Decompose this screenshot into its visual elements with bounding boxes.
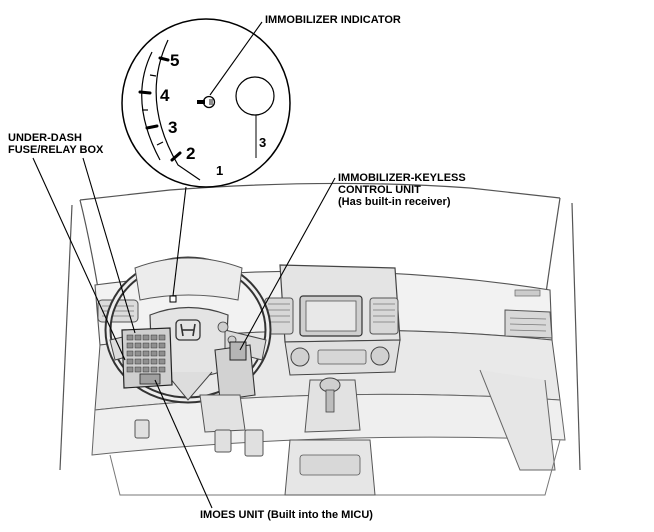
gauge-small-number: 3 — [259, 135, 266, 150]
immobilizer-indicator-marker — [169, 295, 177, 303]
imoes-unit — [139, 373, 161, 385]
gauge-number-4: 4 — [160, 86, 170, 105]
leader-lines — [32, 21, 336, 509]
immobilizer-keyless-control-unit — [229, 341, 247, 361]
callout-immobilizer-keyless-control-unit: IMMOBILIZER-KEYLESS CONTROL UNIT (Has bu… — [338, 172, 466, 208]
callout-imoes-unit: IMOES UNIT (Built into the MICU) — [200, 509, 373, 521]
callout-keyless-line3: (Has built-in receiver) — [338, 196, 451, 208]
left-air-vent — [97, 299, 139, 323]
center-console — [264, 264, 401, 496]
gauge-number-2: 2 — [186, 144, 195, 163]
callout-keyless-line2: CONTROL UNIT — [338, 184, 421, 196]
gauge-number-1: 1 — [216, 163, 223, 178]
gauge-number-5: 5 — [170, 51, 179, 70]
callout-under-dash-line2: FUSE/RELAY BOX — [8, 144, 104, 156]
immobilizer-key-icon — [197, 95, 216, 109]
gauge-number-3: 3 — [168, 118, 177, 137]
passenger-air-vent — [504, 289, 553, 339]
windshield-frame — [59, 182, 581, 471]
callout-under-dash-line1: UNDER-DASH — [8, 132, 82, 144]
honda-logo — [175, 319, 201, 341]
callout-immobilizer-indicator: IMMOBILIZER INDICATOR — [265, 14, 401, 26]
callout-under-dash-fuse-relay-box: UNDER-DASH FUSE/RELAY BOX — [8, 132, 103, 156]
instrument-cluster — [134, 257, 243, 303]
under-dash-fuse-relay-box — [121, 327, 173, 389]
callout-keyless-line1: IMMOBILIZER-KEYLESS — [338, 172, 466, 184]
gauge-detail-circle: 5 4 3 2 1 3 — [121, 18, 291, 188]
pedals — [134, 419, 264, 457]
